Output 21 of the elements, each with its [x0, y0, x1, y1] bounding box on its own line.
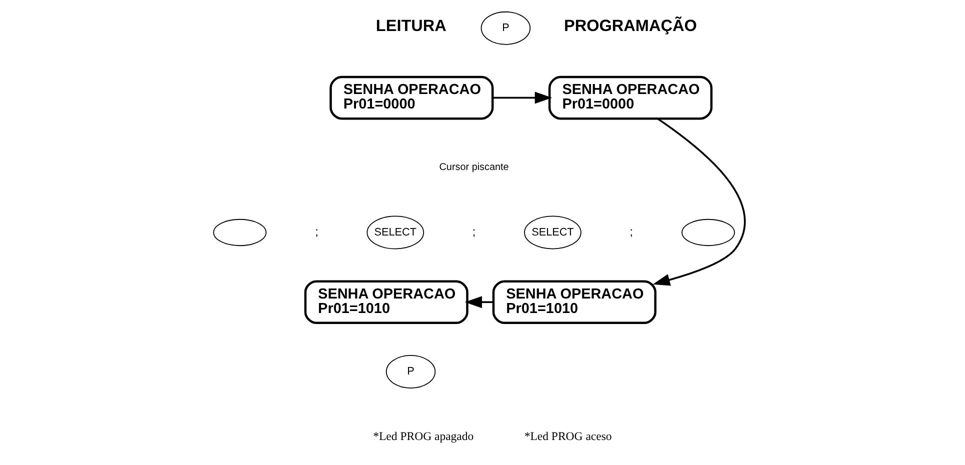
label: *Led PROG apagado	[373, 430, 474, 443]
node-box: SENHA OPERACAO Pr01=1010	[304, 280, 468, 324]
arrow	[492, 92, 552, 104]
node-ellipse: SELECT	[366, 216, 424, 250]
node-ellipse: P	[386, 355, 436, 388]
label: *Led PROG aceso	[524, 430, 612, 443]
node-box: SENHA OPERACAO Pr01=0000	[330, 76, 494, 120]
node-box: SENHA OPERACAO Pr01=1010	[492, 280, 656, 324]
node-ellipse: P	[480, 11, 531, 45]
node-ellipse: SELECT	[524, 216, 582, 250]
label: Cursor piscante	[439, 162, 509, 173]
label: ;	[472, 226, 476, 239]
label: ;	[630, 226, 634, 239]
arrow	[652, 118, 746, 286]
node-box: SENHA OPERACAO Pr01=0000	[548, 76, 713, 120]
label: PROGRAMAÇÃO	[564, 17, 697, 36]
node-ellipse	[213, 218, 267, 246]
arrow	[464, 296, 494, 308]
node-ellipse	[682, 218, 735, 246]
label: ;	[315, 226, 318, 239]
label: LEITURA	[376, 17, 446, 36]
